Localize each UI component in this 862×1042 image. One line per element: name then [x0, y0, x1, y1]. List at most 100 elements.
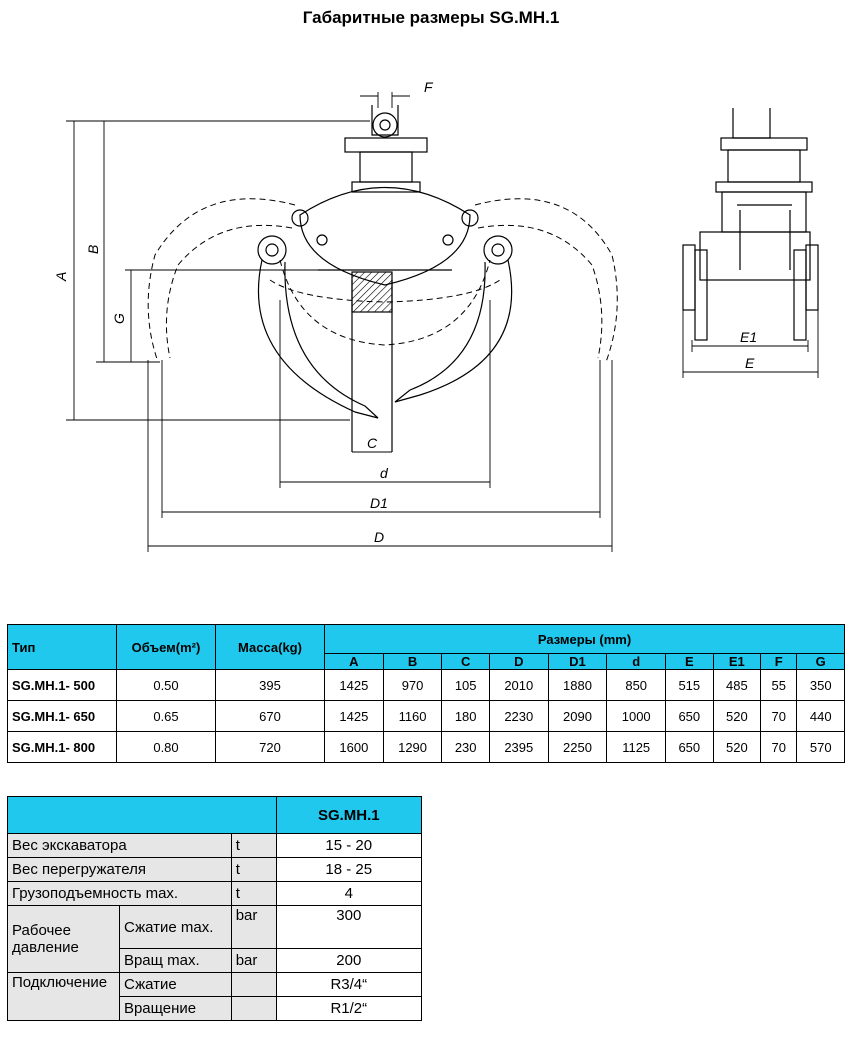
- table-row: Грузоподъемность max. t 4: [7, 881, 423, 906]
- side-dimension-lines: [682, 310, 819, 378]
- cell-volume: 0.65: [116, 700, 216, 732]
- cell-D1: 2090: [547, 700, 608, 732]
- cell-d: 1125: [606, 731, 667, 763]
- cell-E: 650: [665, 700, 714, 732]
- cell-mass: 720: [215, 731, 325, 763]
- pressure-close-label: Сжатие max.: [118, 905, 232, 949]
- excavator-weight-value: 15 - 20: [275, 833, 423, 858]
- pressure-rotate-value: 200: [275, 948, 423, 973]
- cell-D: 2010: [488, 669, 549, 701]
- col-D: D: [488, 653, 549, 670]
- cell-G: 440: [796, 700, 845, 732]
- connection-rotate-label: Вращение: [118, 996, 232, 1021]
- col-volume: Объем(m²): [116, 624, 216, 670]
- cell-B: 970: [382, 669, 443, 701]
- cell-d: 1000: [606, 700, 667, 732]
- grapple-side-view: [682, 108, 819, 341]
- cell-B: 1160: [382, 700, 443, 732]
- cell-C: 105: [441, 669, 490, 701]
- cell-C: 230: [441, 731, 490, 763]
- cell-type: SG.MH.1- 500: [7, 669, 117, 701]
- dimension-lines: [66, 92, 613, 552]
- table-row: Вращение R1/2“: [8, 996, 423, 1021]
- parameters-table: SG.MH.1 Вес экскаватора t 15 - 20 Вес пе…: [7, 796, 423, 1021]
- cell-G: 350: [796, 669, 845, 701]
- label-E1: E1: [740, 329, 757, 345]
- cell-type: SG.MH.1- 800: [7, 731, 117, 763]
- label-E: E: [745, 355, 755, 371]
- cell-F: 70: [760, 700, 798, 732]
- cell-d: 850: [606, 669, 667, 701]
- cell-F: 70: [760, 731, 798, 763]
- cell-volume: 0.50: [116, 669, 216, 701]
- page-title: Габаритные размеры SG.MH.1: [302, 8, 560, 27]
- pressure-rotate-unit: bar: [230, 948, 277, 973]
- col-A: A: [324, 653, 384, 670]
- cell-E1: 520: [712, 731, 762, 763]
- col-C: C: [441, 653, 490, 670]
- col-F: F: [760, 653, 798, 670]
- cell-A: 1425: [324, 669, 384, 701]
- connection-rotate-value: R1/2“: [275, 996, 423, 1021]
- label-D: D: [374, 529, 384, 545]
- cell-G: 570: [796, 731, 845, 763]
- params-model: SG.MH.1: [275, 796, 423, 834]
- label-B: B: [85, 245, 101, 254]
- cell-A: 1425: [324, 700, 384, 732]
- connection-close-unit: [230, 972, 277, 997]
- capacity-value: 4: [275, 881, 423, 906]
- params-header-blank: [7, 796, 277, 834]
- label-D1: D1: [370, 495, 388, 511]
- cell-D1: 1880: [547, 669, 608, 701]
- loader-weight-unit: t: [230, 857, 277, 882]
- cell-D: 2230: [488, 700, 549, 732]
- pressure-close-value: 300: [275, 905, 423, 949]
- cell-E1: 520: [712, 700, 762, 732]
- cell-mass: 395: [215, 669, 325, 701]
- working-pressure-label: Рабочее давление: [7, 905, 120, 973]
- table-row: Подключение Сжатие R3/4“: [7, 972, 423, 1021]
- pressure-rotate-label: Вращ max.: [118, 948, 232, 973]
- grapple-front-view: [257, 105, 513, 452]
- cell-F: 55: [760, 669, 798, 701]
- cell-B: 1290: [382, 731, 443, 763]
- table-row: Вращ max. bar 200: [8, 948, 423, 973]
- label-G: G: [111, 313, 127, 324]
- cell-type: SG.MH.1- 650: [7, 700, 117, 732]
- cell-volume: 0.80: [116, 731, 216, 763]
- cell-C: 180: [441, 700, 490, 732]
- table-row: Вес перегружателя t 18 - 25: [7, 857, 423, 882]
- cell-E: 515: [665, 669, 714, 701]
- col-D1: D1: [547, 653, 608, 670]
- col-dimensions-group: Размеры (mm): [324, 624, 845, 654]
- cell-E: 650: [665, 731, 714, 763]
- table-row: SG.MH.1- 800 0.80 720 1600 1290 230 2395…: [7, 731, 845, 763]
- loader-weight-label: Вес перегружателя: [7, 857, 232, 882]
- cell-E1: 485: [712, 669, 762, 701]
- connection-rotate-unit: [230, 996, 277, 1021]
- table-row: Вес экскаватора t 15 - 20: [7, 833, 423, 858]
- loader-weight-value: 18 - 25: [275, 857, 423, 882]
- connection-close-value: R3/4“: [275, 972, 423, 997]
- cell-mass: 670: [215, 700, 325, 732]
- label-A: A: [53, 272, 69, 282]
- grapple-dimension-drawing: A B G F C d D1 D E1 E: [53, 79, 819, 552]
- excavator-weight-unit: t: [230, 833, 277, 858]
- connection-close-label: Сжатие: [118, 972, 232, 997]
- table-row: Рабочее давление Сжатие max. bar 300: [7, 905, 423, 973]
- pressure-close-unit: bar: [230, 905, 277, 949]
- cell-D: 2395: [488, 731, 549, 763]
- col-type: Тип: [7, 624, 117, 670]
- label-d: d: [380, 465, 389, 481]
- col-G: G: [796, 653, 845, 670]
- table-row: SG.MH.1- 650 0.65 670 1425 1160 180 2230…: [7, 700, 845, 732]
- capacity-unit: t: [230, 881, 277, 906]
- cell-D1: 2250: [547, 731, 608, 763]
- dimensions-table: Тип Объем(m²) Масса(kg) Размеры (mm) A B…: [7, 624, 845, 763]
- col-mass: Масса(kg): [215, 624, 325, 670]
- label-F: F: [424, 79, 434, 95]
- col-B: B: [382, 653, 443, 670]
- col-E: E: [665, 653, 714, 670]
- cell-A: 1600: [324, 731, 384, 763]
- excavator-weight-label: Вес экскаватора: [7, 833, 232, 858]
